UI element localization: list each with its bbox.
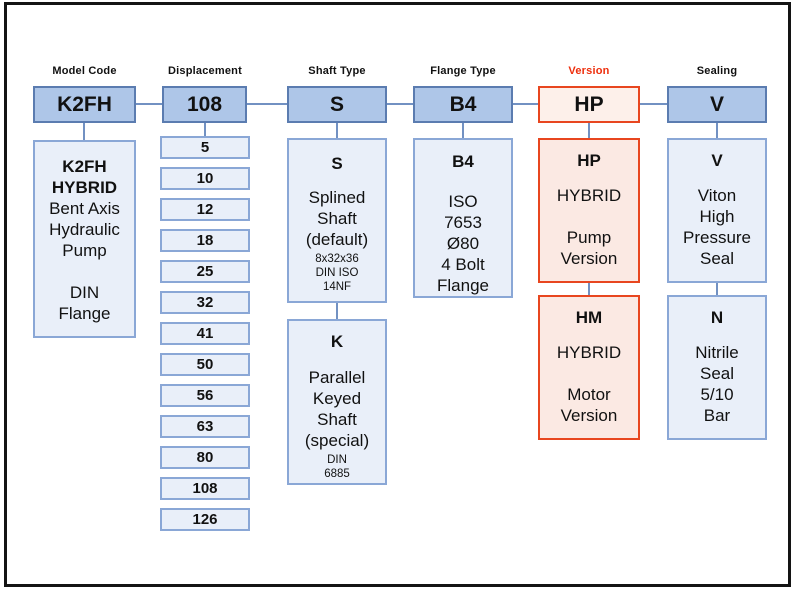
displacement-option: 12 <box>160 198 250 221</box>
connector-line <box>716 283 718 295</box>
version-hp-body: HYBRID Pump Version <box>556 186 622 268</box>
displacement-option: 41 <box>160 322 250 345</box>
model-code-description-box: K2FH HYBRID Bent Axis Hydraulic Pump DIN… <box>33 140 136 338</box>
version-hm-box: HM HYBRID Motor Version <box>538 295 640 440</box>
version-hp-title: HP <box>577 151 601 170</box>
connector-line <box>462 123 464 138</box>
sealing-n-body: Nitrile Seal 5/10 Bar <box>695 343 739 425</box>
connector-line <box>336 303 338 319</box>
version-hm-body: HYBRID Motor Version <box>556 343 622 425</box>
displacement-option: 10 <box>160 167 250 190</box>
sealing-v-box: V Viton High Pressure Seal <box>667 138 767 283</box>
connector-line <box>588 123 590 138</box>
flange-b4-body: ISO 7653 Ø80 4 Bolt Flange <box>437 192 489 295</box>
displacement-header-box: 108 <box>162 86 247 123</box>
displacement-option: 56 <box>160 384 250 407</box>
version-hm-title: HM <box>575 308 603 327</box>
model-code-title: K2FH HYBRID <box>51 157 118 197</box>
column-label-version: Version <box>568 65 610 77</box>
displacement-option: 25 <box>160 260 250 283</box>
shaft-type-s-box: S Splined Shaft (default) 8x32x36 DIN IS… <box>287 138 387 303</box>
sealing-header-box: V <box>667 86 767 123</box>
flange-type-b4-box: B4 ISO 7653 Ø80 4 Bolt Flange <box>413 138 513 298</box>
connector-line <box>336 123 338 138</box>
shaft-type-header-box: S <box>287 86 387 123</box>
connector-line <box>136 103 162 105</box>
displacement-option: 108 <box>160 477 250 500</box>
shaft-s-title: S <box>331 154 343 173</box>
column-label-sealing: Sealing <box>696 65 738 77</box>
column-label-flange-type: Flange Type <box>430 65 496 77</box>
connector-line <box>387 103 413 105</box>
diagram-frame <box>4 2 791 587</box>
connector-line <box>204 123 206 136</box>
shaft-s-body: Splined Shaft (default) <box>305 188 369 249</box>
displacement-option: 80 <box>160 446 250 469</box>
model-code-body: Bent Axis Hydraulic Pump DIN Flange <box>49 199 120 323</box>
shaft-k-body: Parallel Keyed Shaft (special) <box>304 368 370 450</box>
displacement-option: 32 <box>160 291 250 314</box>
displacement-option: 50 <box>160 353 250 376</box>
column-label-displacement: Displacement <box>168 65 242 77</box>
displacement-option: 126 <box>160 508 250 531</box>
flange-b4-title: B4 <box>452 152 474 171</box>
connector-line <box>588 283 590 295</box>
flange-type-header-box: B4 <box>413 86 513 123</box>
connector-line <box>513 103 538 105</box>
connector-line <box>247 103 287 105</box>
shaft-type-k-box: K Parallel Keyed Shaft (special) DIN 688… <box>287 319 387 485</box>
model-code-header-box: K2FH <box>33 86 136 123</box>
displacement-option: 63 <box>160 415 250 438</box>
displacement-options-list: 5 10 12 18 25 32 41 50 56 63 80 108 126 <box>160 136 250 531</box>
shaft-s-note: 8x32x36 DIN ISO 14NF <box>315 253 359 293</box>
sealing-n-box: N Nitrile Seal 5/10 Bar <box>667 295 767 440</box>
shaft-k-title: K <box>330 332 344 351</box>
version-header-box: HP <box>538 86 640 123</box>
shaft-k-note: DIN 6885 <box>324 454 350 480</box>
column-label-shaft-type: Shaft Type <box>308 65 366 77</box>
sealing-v-body: Viton High Pressure Seal <box>682 186 752 268</box>
connector-line <box>640 103 667 105</box>
sealing-n-title: N <box>710 308 724 327</box>
connector-line <box>83 123 85 140</box>
column-label-model-code: Model Code <box>52 65 117 77</box>
sealing-v-title: V <box>711 151 723 170</box>
connector-line <box>716 123 718 138</box>
displacement-option: 18 <box>160 229 250 252</box>
displacement-option: 5 <box>160 136 250 159</box>
version-hp-box: HP HYBRID Pump Version <box>538 138 640 283</box>
